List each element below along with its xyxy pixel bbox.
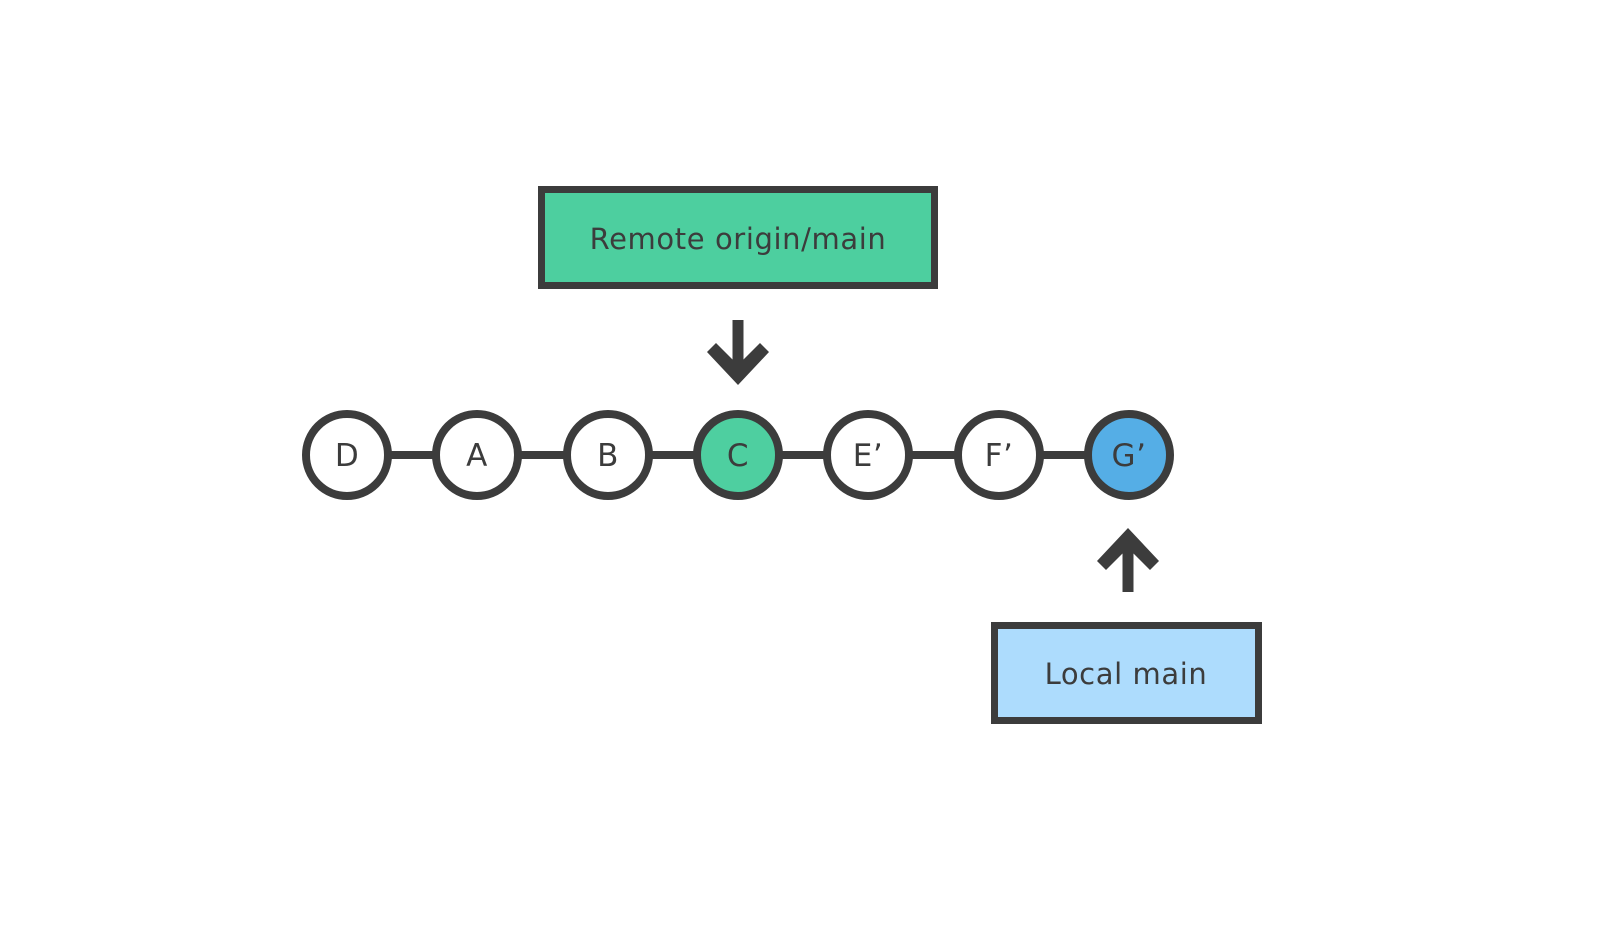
- commit-node-f-prime-label: F’: [985, 438, 1014, 474]
- commit-node-b-circle: [563, 410, 653, 500]
- remote-branch-label-rect: [538, 186, 938, 289]
- local-branch-label-text: Local main: [1045, 657, 1208, 691]
- commit-node-d-label: D: [335, 438, 359, 474]
- commit-node-g-prime-circle: [1084, 410, 1174, 500]
- commit-node-b-label: B: [597, 438, 619, 474]
- commit-node-e-prime[interactable]: E’: [823, 410, 913, 500]
- commit-node-f-prime[interactable]: F’: [954, 410, 1044, 500]
- commit-node-e-prime-circle: [823, 410, 913, 500]
- commit-node-c[interactable]: C: [693, 410, 783, 500]
- commit-node-a[interactable]: A: [432, 410, 522, 500]
- remote-branch-label-text: Remote origin/main: [590, 222, 887, 256]
- local-branch-label-rect: [991, 622, 1262, 724]
- arrow-local-to-g-prime-head: [1097, 528, 1159, 570]
- commit-node-a-circle: [432, 410, 522, 500]
- commit-node-b[interactable]: B: [563, 410, 653, 500]
- commit-node-g-prime-label: G’: [1112, 438, 1147, 474]
- commit-node-c-label: C: [727, 438, 749, 474]
- arrow-local-to-g-prime-icon: [1097, 528, 1159, 592]
- commit-node-a-label: A: [466, 438, 488, 474]
- arrow-remote-to-c-head: [707, 343, 769, 385]
- remote-branch-label-box[interactable]: Remote origin/main: [538, 186, 938, 289]
- commit-node-c-circle: [693, 410, 783, 500]
- commit-node-g-prime[interactable]: G’: [1084, 410, 1174, 500]
- commit-node-f-prime-circle: [954, 410, 1044, 500]
- commit-node-d-circle: [302, 410, 392, 500]
- commit-node-e-prime-label: E’: [853, 438, 883, 474]
- commit-node-d[interactable]: D: [302, 410, 392, 500]
- local-branch-label-box[interactable]: Local main: [991, 622, 1262, 724]
- arrow-remote-to-c-icon: [707, 320, 769, 385]
